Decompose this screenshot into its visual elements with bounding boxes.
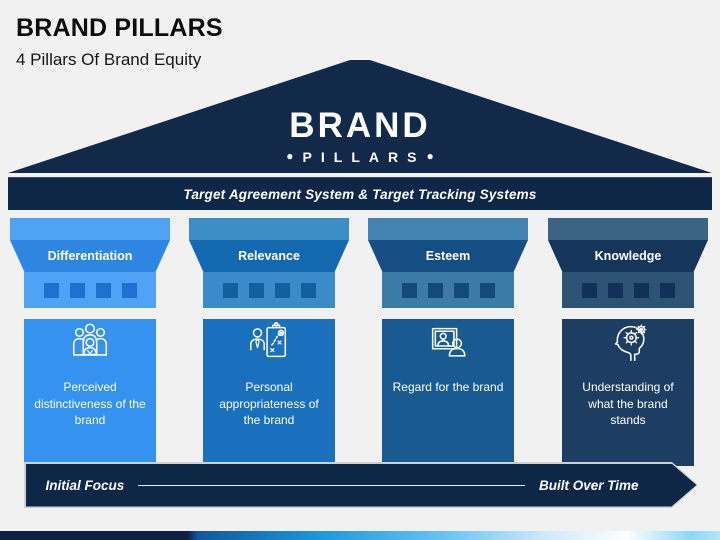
column-notch: [659, 282, 675, 298]
head-gears-icon: [562, 319, 694, 370]
pillar-description: Perceived distinctiveness of the brand: [34, 380, 146, 427]
pillar-cap: [548, 218, 708, 240]
bullet-icon: ●: [426, 149, 434, 163]
architrave-banner: Target Agreement System & Target Trackin…: [8, 177, 712, 210]
pillar-body: Personal appropriateness of the brand: [203, 319, 335, 466]
roof-pillars-text: PILLARS: [302, 149, 426, 165]
timeline-left-label: Initial Focus: [45, 477, 125, 493]
bottom-gradient-bar: [0, 531, 720, 540]
pillar-capital: Esteem: [368, 240, 528, 272]
bullet-icon: ●: [286, 149, 294, 163]
timeline-right-label: Built Over Time: [538, 477, 639, 493]
pillar-cap: [10, 218, 170, 240]
pillar-name: Differentiation: [47, 249, 133, 263]
column-notch: [43, 282, 59, 298]
column-notch: [69, 282, 85, 298]
column-notch: [121, 282, 137, 298]
timeline-arrow-body: Initial Focus Built Over Time: [26, 464, 697, 507]
column-notch: [300, 282, 316, 298]
timeline-line: [138, 485, 525, 486]
pillar-description: Regard for the brand: [392, 380, 504, 394]
pillar-capital: Differentiation: [10, 240, 170, 272]
page-title: BRAND PILLARS: [16, 14, 223, 42]
pillar-relevance: Relevance: [189, 218, 349, 466]
column-notch: [633, 282, 649, 298]
pillar-name: Relevance: [238, 249, 300, 263]
pillar-description: Personal appropriateness of the brand: [219, 380, 319, 427]
pillar-band: [203, 272, 335, 308]
page-subtitle: 4 Pillars Of Brand Equity: [16, 50, 202, 69]
pillar-band: [562, 272, 694, 308]
column-notch: [607, 282, 623, 298]
column-notch: [453, 282, 469, 298]
column-notch: [95, 282, 111, 298]
banner-text: Target Agreement System & Target Trackin…: [183, 186, 537, 202]
pillar-knowledge: Knowledge Understanding of what the b: [548, 218, 708, 466]
pillar-cap: [368, 218, 528, 240]
column-notch: [222, 282, 238, 298]
column-notch: [248, 282, 264, 298]
pillar-body: Regard for the brand: [382, 319, 514, 466]
pillar-body: Perceived distinctiveness of the brand: [24, 319, 156, 466]
roof-pillars-row: ● PILLARS ●: [286, 149, 433, 165]
pillar-differentiation: Differentiation: [10, 218, 170, 466]
pillar-capital: Knowledge: [548, 240, 708, 272]
portrait-frame-icon: [382, 319, 514, 370]
pillar-name: Knowledge: [594, 249, 662, 263]
temple-roof: BRAND ● PILLARS ●: [8, 60, 712, 173]
pillar-band: [382, 272, 514, 308]
team-icon: [24, 319, 156, 370]
pillar-description: Understanding of what the brand stands: [582, 380, 674, 427]
column-notch: [274, 282, 290, 298]
column-notch: [581, 282, 597, 298]
column-notch: [427, 282, 443, 298]
pillar-cap: [189, 218, 349, 240]
pillar-body: Understanding of what the brand stands: [562, 319, 694, 466]
timeline-arrow: Initial Focus Built Over Time: [24, 462, 698, 508]
slide-header: BRAND PILLARS 4 Pillars Of Brand Equity: [16, 14, 223, 70]
pillar-esteem: Esteem Regard for the brand: [368, 218, 528, 466]
roof-brand-text: BRAND: [289, 106, 431, 145]
column-notch: [479, 282, 495, 298]
pillar-name: Esteem: [425, 249, 471, 263]
column-notch: [401, 282, 417, 298]
pillar-band: [24, 272, 156, 308]
pillar-capital: Relevance: [189, 240, 349, 272]
person-strategy-icon: [203, 319, 335, 370]
